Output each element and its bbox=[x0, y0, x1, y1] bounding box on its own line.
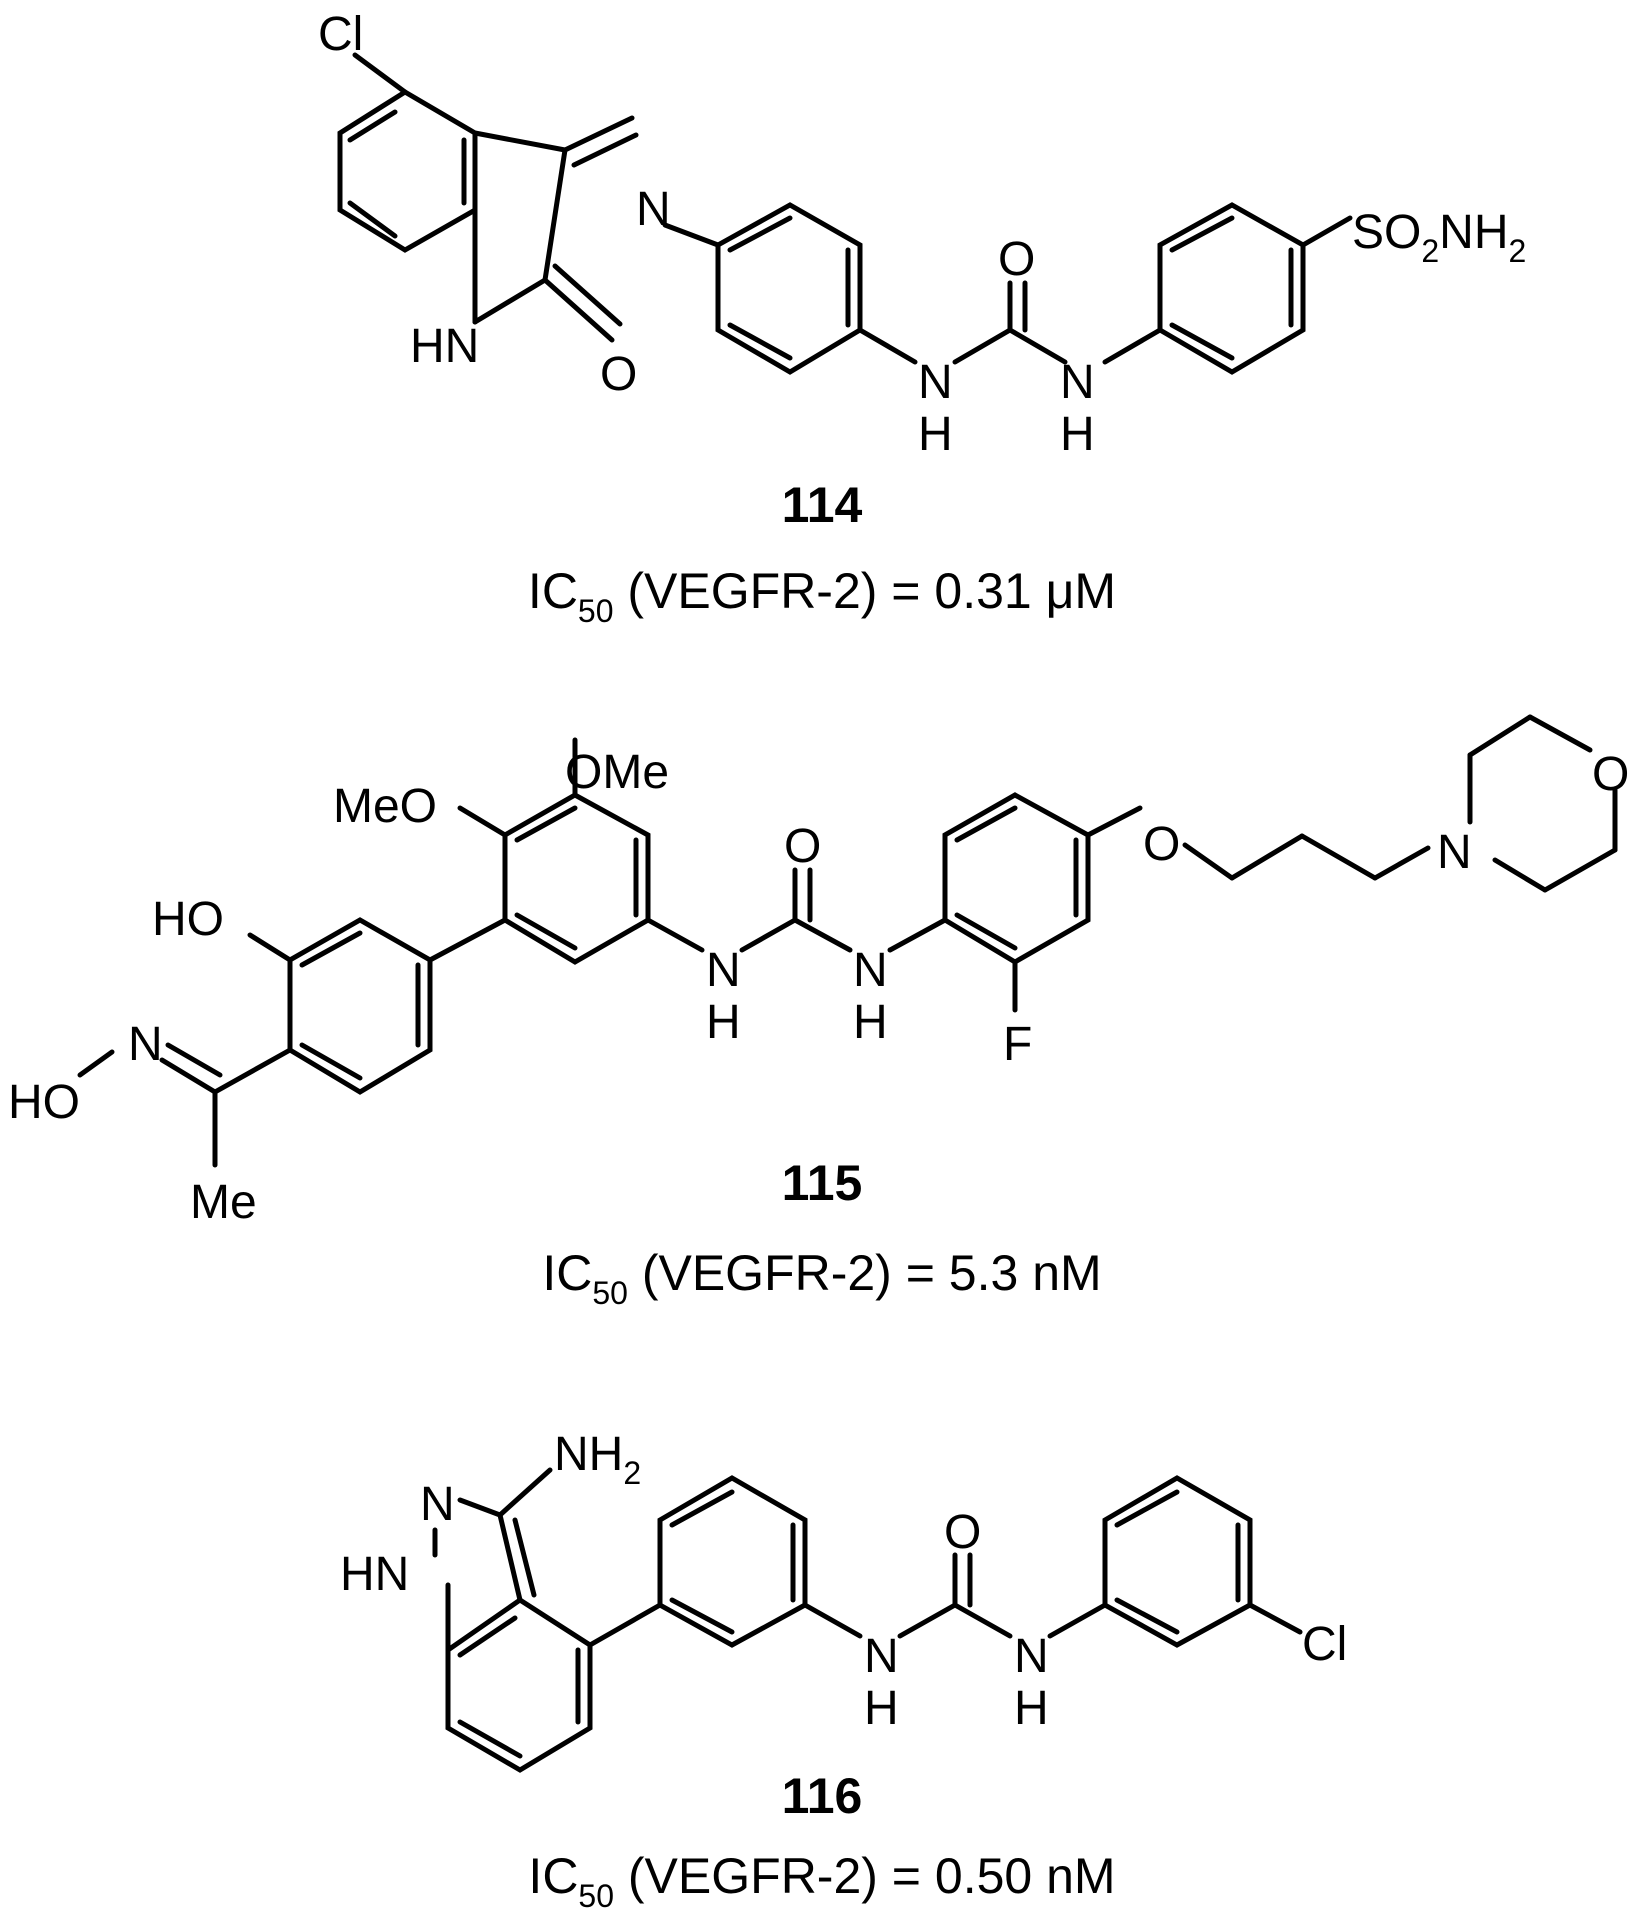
atom-o-urea: O bbox=[944, 1506, 981, 1559]
atom-n-pyrazole: N bbox=[420, 1478, 455, 1531]
atom-n1: N bbox=[864, 1630, 899, 1683]
atom-n-oxime: N bbox=[128, 1018, 163, 1071]
atom-o-morpholine: O bbox=[1592, 748, 1629, 801]
atom-n-imine: N bbox=[636, 183, 671, 236]
atom-me: Me bbox=[190, 1176, 257, 1229]
atom-h2: H bbox=[1060, 408, 1095, 461]
compound-label-116: 116 bbox=[782, 1768, 863, 1824]
atom-nh2: NH2 bbox=[554, 1428, 641, 1491]
compound-115-structure bbox=[77, 714, 1618, 1168]
activity-116: IC50 (VEGFR-2) = 0.50 nM bbox=[528, 1848, 1115, 1914]
atom-n1: N bbox=[706, 944, 741, 997]
atom-hn: HN bbox=[340, 1548, 409, 1601]
atom-o-lactam: O bbox=[600, 348, 637, 401]
atom-n2: N bbox=[1060, 356, 1095, 409]
atom-h2: H bbox=[853, 996, 888, 1049]
atom-h1: H bbox=[864, 1682, 899, 1735]
atom-cl: Cl bbox=[318, 8, 363, 61]
atom-n2: N bbox=[853, 944, 888, 997]
atom-ome-top: OMe bbox=[565, 746, 669, 799]
atom-o-ether: O bbox=[1143, 818, 1180, 871]
atom-n1: N bbox=[918, 356, 953, 409]
atom-n-morpholine: N bbox=[1437, 826, 1472, 879]
atom-ho: HO bbox=[152, 893, 224, 946]
atom-f: F bbox=[1003, 1018, 1032, 1071]
atom-h1: H bbox=[706, 996, 741, 1049]
activity-114: IC50 (VEGFR-2) = 0.31 μM bbox=[528, 563, 1116, 629]
compound-114-structure bbox=[337, 52, 1353, 375]
compound-label-115: 115 bbox=[782, 1155, 863, 1211]
compound-label-114: 114 bbox=[782, 477, 863, 533]
atom-hn: HN bbox=[410, 320, 479, 373]
atom-so2nh2: SO2NH2 bbox=[1352, 206, 1526, 269]
atom-h1: H bbox=[918, 408, 953, 461]
atom-o-urea: O bbox=[784, 820, 821, 873]
atom-h2: H bbox=[1014, 1682, 1049, 1735]
activity-115: IC50 (VEGFR-2) = 5.3 nM bbox=[542, 1245, 1101, 1311]
compound-116-structure bbox=[432, 1467, 1303, 1773]
atom-ho-oxime: HO bbox=[8, 1076, 80, 1129]
atom-o-urea: O bbox=[998, 233, 1035, 286]
atom-cl: Cl bbox=[1302, 1618, 1347, 1671]
atom-meo: MeO bbox=[333, 780, 437, 833]
atom-n2: N bbox=[1014, 1630, 1049, 1683]
